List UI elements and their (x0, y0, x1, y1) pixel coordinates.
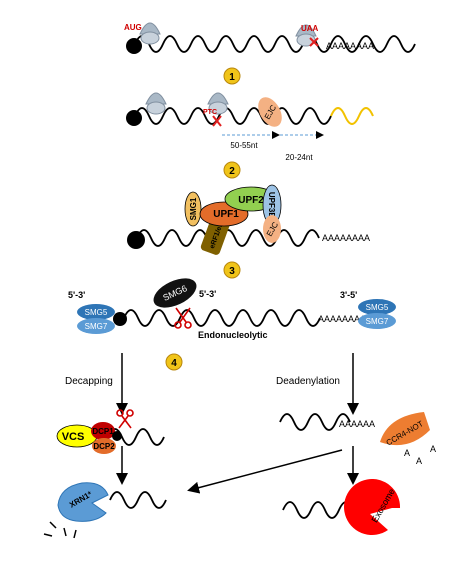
degraded-fragments (43, 521, 77, 539)
distance-label-1: 50-55nt (230, 141, 258, 150)
cross-icon (309, 37, 319, 47)
endonucleolytic-label: Endonucleolytic (198, 330, 268, 340)
ribosome-icon (295, 24, 317, 47)
cap-icon (127, 231, 145, 249)
svg-text:SMG7: SMG7 (85, 322, 108, 331)
svg-text:2: 2 (229, 166, 235, 177)
poly-a-tail: AAAAAA (339, 419, 375, 429)
deadenylation-label: Deadenylation (276, 376, 340, 387)
arrow-icon (187, 449, 343, 494)
panel-5-decay: Decapping Deadenylation VCS DCP1 DCP2 AA… (43, 353, 436, 539)
scissors-icon (116, 409, 134, 429)
stop-codon-label: UAA (301, 24, 319, 33)
mrna-strand (123, 309, 321, 327)
mrna-strand (279, 413, 351, 431)
poly-a-tail: AAAAAAAA (318, 314, 366, 324)
panel-1-translation: AUG UAA AAAAAAAA (124, 22, 416, 54)
step-badge: 2 (223, 161, 241, 179)
smg7-protein-right: SMG7 (358, 313, 396, 329)
panel-2-ptc: PTC EJC 50-55nt 20-24nt (126, 92, 374, 162)
svg-text:UPF2: UPF2 (238, 195, 264, 206)
free-adenosine: A (404, 448, 410, 458)
scissors-icon (174, 307, 192, 329)
decapping-label: Decapping (65, 376, 113, 387)
smg5-protein-left: SMG5 (77, 304, 115, 320)
dcp2-protein: DCP2 (92, 438, 116, 454)
svg-text:3: 3 (229, 266, 235, 277)
mrna-strand (134, 107, 332, 125)
mrna-strand (136, 229, 320, 247)
panel-3-surveillance: SMG1 eRF1/eRF3 UPF1 UPF2 UPF3B EJC AAAAA… (127, 184, 370, 255)
free-adenosine: A (416, 456, 422, 466)
panel-4-degradation-routes: 5'-3' SMG5 SMG7 SMG6 5'-3' Endonucleolyt… (68, 278, 396, 340)
smg6-direction-label: 5'-3' (199, 289, 216, 299)
step-badge: 3 (223, 261, 241, 279)
ejc-complex: EJC (263, 215, 281, 243)
ccr4-not-protein: CCR4-NOT (380, 412, 430, 448)
svg-text:DCP2: DCP2 (93, 442, 115, 451)
svg-text:SMG7: SMG7 (366, 317, 389, 326)
start-codon-label: AUG (124, 23, 142, 32)
mrna-strand (107, 428, 165, 446)
mrna-strand (109, 491, 167, 509)
ribosome-icon (207, 92, 229, 115)
svg-text:VCS: VCS (62, 431, 85, 443)
ejc-complex: EJC (258, 97, 282, 127)
smg7-protein-left: SMG7 (77, 318, 115, 334)
svg-text:UPF3B: UPF3B (267, 192, 276, 218)
xrn1-protein: XRN1* (57, 482, 109, 522)
mrna-strand (134, 35, 416, 53)
ribosome-icon (145, 92, 167, 115)
cap-icon (113, 312, 127, 326)
cap-icon (112, 431, 122, 441)
svg-text:SMG5: SMG5 (366, 303, 389, 312)
dcp1-protein: DCP1 (91, 422, 115, 440)
cap-icon (126, 38, 142, 54)
mrna-strand (282, 501, 354, 519)
smg5-protein-right: SMG5 (358, 299, 396, 315)
poly-a-tail: AAAAAAAA (322, 233, 370, 243)
svg-text:SMG5: SMG5 (85, 308, 108, 317)
svg-text:SMG1: SMG1 (189, 197, 198, 220)
vcs-protein: VCS (56, 424, 98, 448)
smg1-protein: SMG1 (184, 191, 202, 227)
step-badge: 1 (223, 67, 241, 85)
cross-icon (212, 115, 222, 127)
exosome-protein: Exosome (344, 479, 401, 536)
distance-label-2: 20-24nt (285, 153, 313, 162)
svg-text:1: 1 (229, 72, 235, 83)
left-end-label: 5'-3' (68, 290, 85, 300)
cap-icon (126, 110, 142, 126)
svg-text:DCP1: DCP1 (92, 427, 114, 436)
mrna-3prime-segment (330, 107, 374, 125)
right-end-label: 3'-5' (340, 290, 357, 300)
smg6-protein: SMG6 (153, 278, 197, 308)
ribosome-icon (139, 22, 161, 45)
poly-a-tail: AAAAAAAA (326, 41, 374, 51)
svg-text:UPF1: UPF1 (213, 209, 239, 220)
svg-text:4: 4 (171, 358, 177, 369)
ptc-label: PTC (203, 109, 217, 116)
step-badge: 4 (165, 353, 183, 371)
free-adenosine: A (430, 444, 436, 454)
